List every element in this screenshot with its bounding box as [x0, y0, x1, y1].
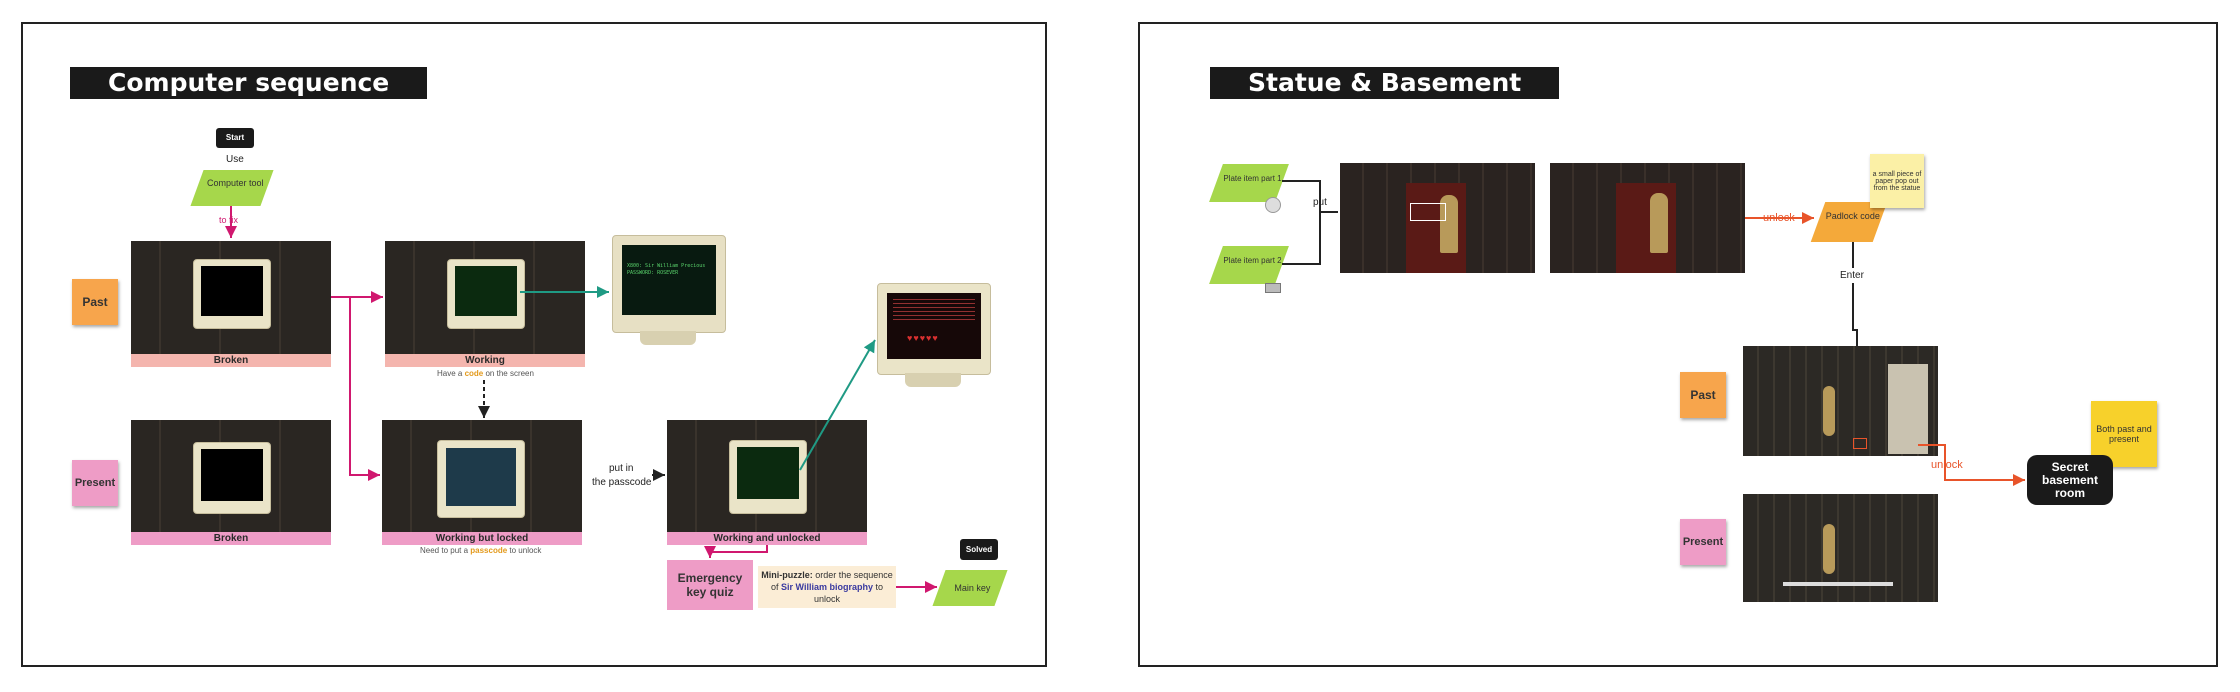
- computer-sequence-title: Computer sequence: [70, 67, 428, 99]
- quiz-screen-monitor: ♥♥♥♥♥: [877, 283, 991, 375]
- paper-note-sticky: a small piece of paper pop out from the …: [1870, 154, 1924, 208]
- start-node[interactable]: Start: [216, 128, 254, 148]
- plate-connectors: [1282, 180, 1338, 265]
- to-fix-label: to fix: [219, 215, 239, 225]
- present-sticky: Present: [72, 460, 118, 506]
- statue[interactable]: [1823, 386, 1835, 436]
- put-in-label: put in: [609, 463, 634, 474]
- working-caption: Working: [385, 354, 585, 367]
- statue[interactable]: [1440, 195, 1458, 253]
- monitor-stand: [905, 373, 961, 387]
- wardrobe[interactable]: [1888, 364, 1928, 454]
- statue-scene-1: [1340, 163, 1535, 273]
- solved-badge: Solved: [960, 539, 998, 560]
- computer-monitor-locked[interactable]: [437, 440, 525, 518]
- plate-slot-highlight: [1410, 203, 1446, 221]
- plate-icon: [1265, 197, 1281, 213]
- broken-past-caption: Broken: [131, 354, 331, 367]
- arrow-unlock-secret: [1918, 444, 2025, 486]
- computer-monitor[interactable]: [193, 259, 271, 329]
- working-locked-caption: Working but locked: [382, 532, 582, 545]
- present-sticky-right: Present: [1680, 519, 1726, 565]
- locked-note: Need to put a passcode to unlock: [420, 546, 542, 555]
- computer-monitor-present[interactable]: [193, 442, 271, 514]
- use-label: Use: [226, 154, 244, 165]
- broken-present-caption: Broken: [131, 532, 331, 545]
- past-sticky: Past: [72, 279, 118, 325]
- arrow-unlocked-to-emergency: [704, 545, 768, 558]
- the-passcode-label: the passcode: [592, 477, 652, 488]
- statue-basement-frame: [1138, 22, 2218, 667]
- code-screen-monitor: X800: Sir William Precious PASSWORD: ROS…: [612, 235, 726, 333]
- quiz-hearts: ♥♥♥♥♥: [907, 333, 939, 343]
- enter-connector: [1852, 242, 1858, 346]
- code-screen-line-2: PASSWORD: ROSEVER: [627, 270, 679, 276]
- statue-scene-2: [1550, 163, 1745, 273]
- basement-past-scene: [1743, 346, 1938, 456]
- working-note: Have a code on the screen: [437, 369, 534, 378]
- basement-present-scene: [1743, 494, 1938, 602]
- working-unlocked-caption: Working and unlocked: [667, 532, 867, 545]
- unlock-label-2: unlock: [1931, 459, 1963, 471]
- statue-basement-title: Statue & Basement: [1210, 67, 1560, 99]
- computer-monitor-working[interactable]: [447, 259, 525, 329]
- enter-label: Enter: [1840, 270, 1864, 281]
- working-locked-scene: [382, 420, 582, 545]
- secret-basement-label: Secret basement room: [2041, 459, 2099, 500]
- statue[interactable]: [1823, 524, 1835, 574]
- arrows-broken-to-working: [331, 291, 383, 481]
- broken-present-scene: [131, 420, 331, 545]
- mini-puzzle-note: Mini-puzzle: order the sequence of Sir W…: [758, 566, 896, 608]
- working-unlocked-scene: [667, 420, 867, 545]
- statue[interactable]: [1650, 193, 1668, 253]
- plate-icon: [1265, 283, 1281, 293]
- code-screen-line-1: X800: Sir William Precious: [627, 263, 706, 269]
- floor-button-highlight[interactable]: [1853, 438, 1867, 449]
- secret-basement-room[interactable]: Secret basement room: [2027, 455, 2113, 505]
- broken-past-scene: [131, 241, 331, 354]
- computer-monitor-unlocked[interactable]: [729, 440, 807, 514]
- monitor-stand: [640, 331, 696, 345]
- emergency-key-quiz[interactable]: Emergency key quiz: [667, 560, 753, 610]
- arrow-unlocked-to-quiz: [799, 339, 876, 471]
- working-scene: [385, 241, 585, 354]
- past-sticky-right: Past: [1680, 372, 1726, 418]
